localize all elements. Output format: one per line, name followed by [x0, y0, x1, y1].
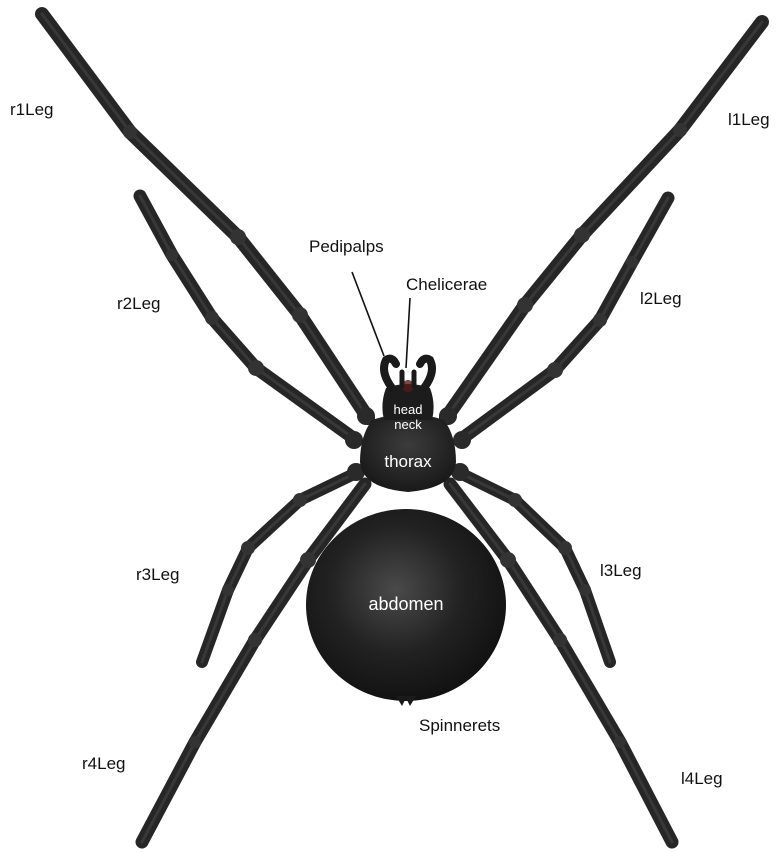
neck-label: neck	[388, 418, 428, 431]
l4-leg-label: l4Leg	[681, 770, 723, 787]
pedipalp-right-shape	[384, 359, 396, 388]
r4-leg-label: r4Leg	[82, 755, 125, 772]
r3-leg-label: r3Leg	[136, 566, 179, 583]
r1-leg	[42, 14, 368, 418]
spinnerets-label: Spinnerets	[419, 717, 500, 734]
pedipalps-label: Pedipalps	[309, 238, 384, 255]
chelicerae-label: Chelicerae	[406, 276, 487, 293]
r2-leg-label: r2Leg	[117, 295, 160, 312]
pedipalp-left-shape	[420, 359, 432, 388]
l2-leg-label: l2Leg	[640, 290, 682, 307]
l2-leg	[460, 198, 668, 440]
chelicerae-pointer	[406, 298, 410, 368]
r1-leg-label: r1Leg	[10, 101, 53, 118]
l1-leg	[446, 22, 762, 418]
l1-leg-label: l1Leg	[728, 111, 770, 128]
r2-leg	[140, 196, 356, 440]
pedipalps-pointer	[352, 272, 384, 356]
l3-leg-label: l3Leg	[600, 562, 642, 579]
abdomen-label: abdomen	[346, 595, 466, 613]
head-label: head	[388, 403, 428, 416]
thorax-label: thorax	[368, 453, 448, 470]
